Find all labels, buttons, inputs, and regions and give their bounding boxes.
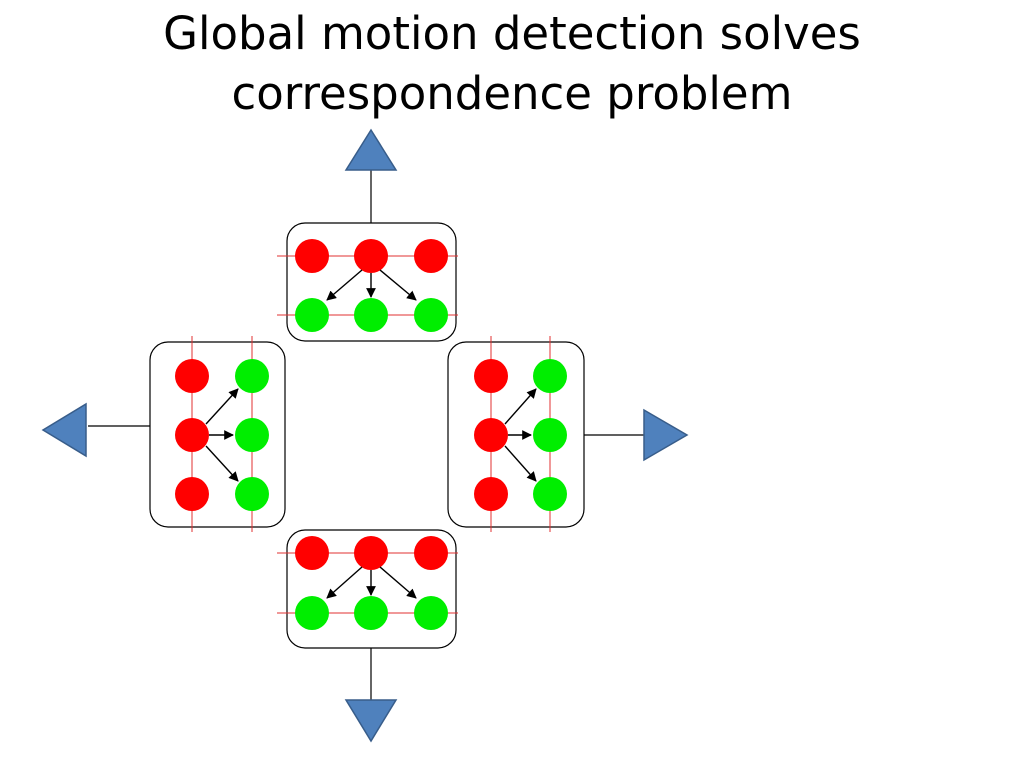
title-line-1: Global motion detection solves [163, 7, 861, 60]
detector-up [277, 128, 458, 342]
target-dot [533, 359, 567, 393]
triangle-left-icon [41, 402, 87, 458]
source-dot [295, 239, 329, 273]
source-dot [295, 536, 329, 570]
target-dot [533, 418, 567, 452]
detector-right [447, 336, 689, 532]
target-dot [235, 418, 269, 452]
correspondence-arrow [326, 566, 363, 599]
title-line-2: correspondence problem [231, 67, 793, 120]
target-dot [533, 477, 567, 511]
source-dot [175, 418, 209, 452]
correspondence-arrow [379, 269, 417, 301]
source-dot [414, 239, 448, 273]
target-dot [235, 477, 269, 511]
correspondence-arrow [326, 269, 363, 301]
source-dot [175, 477, 209, 511]
triangle-down-icon [344, 699, 398, 743]
correspondence-arrow [205, 388, 239, 425]
target-dot [354, 596, 388, 630]
correspondence-arrow [205, 445, 239, 482]
detector-down [277, 529, 458, 743]
correspondence-arrow [379, 566, 417, 599]
triangle-up-icon [344, 128, 398, 171]
source-dot [175, 359, 209, 393]
source-dot [354, 239, 388, 273]
target-dot [235, 359, 269, 393]
source-dot [414, 536, 448, 570]
target-dot [414, 298, 448, 332]
target-dot [414, 596, 448, 630]
target-dot [354, 298, 388, 332]
source-dot [354, 536, 388, 570]
correspondence-arrow [504, 445, 537, 482]
target-dot [295, 298, 329, 332]
triangle-right-icon [643, 408, 689, 462]
source-dot [474, 477, 508, 511]
detector-left [41, 336, 286, 532]
slide-title: Global motion detection solves correspon… [0, 4, 1024, 124]
target-dot [295, 596, 329, 630]
source-dot [474, 418, 508, 452]
correspondence-arrow [504, 388, 537, 425]
source-dot [474, 359, 508, 393]
